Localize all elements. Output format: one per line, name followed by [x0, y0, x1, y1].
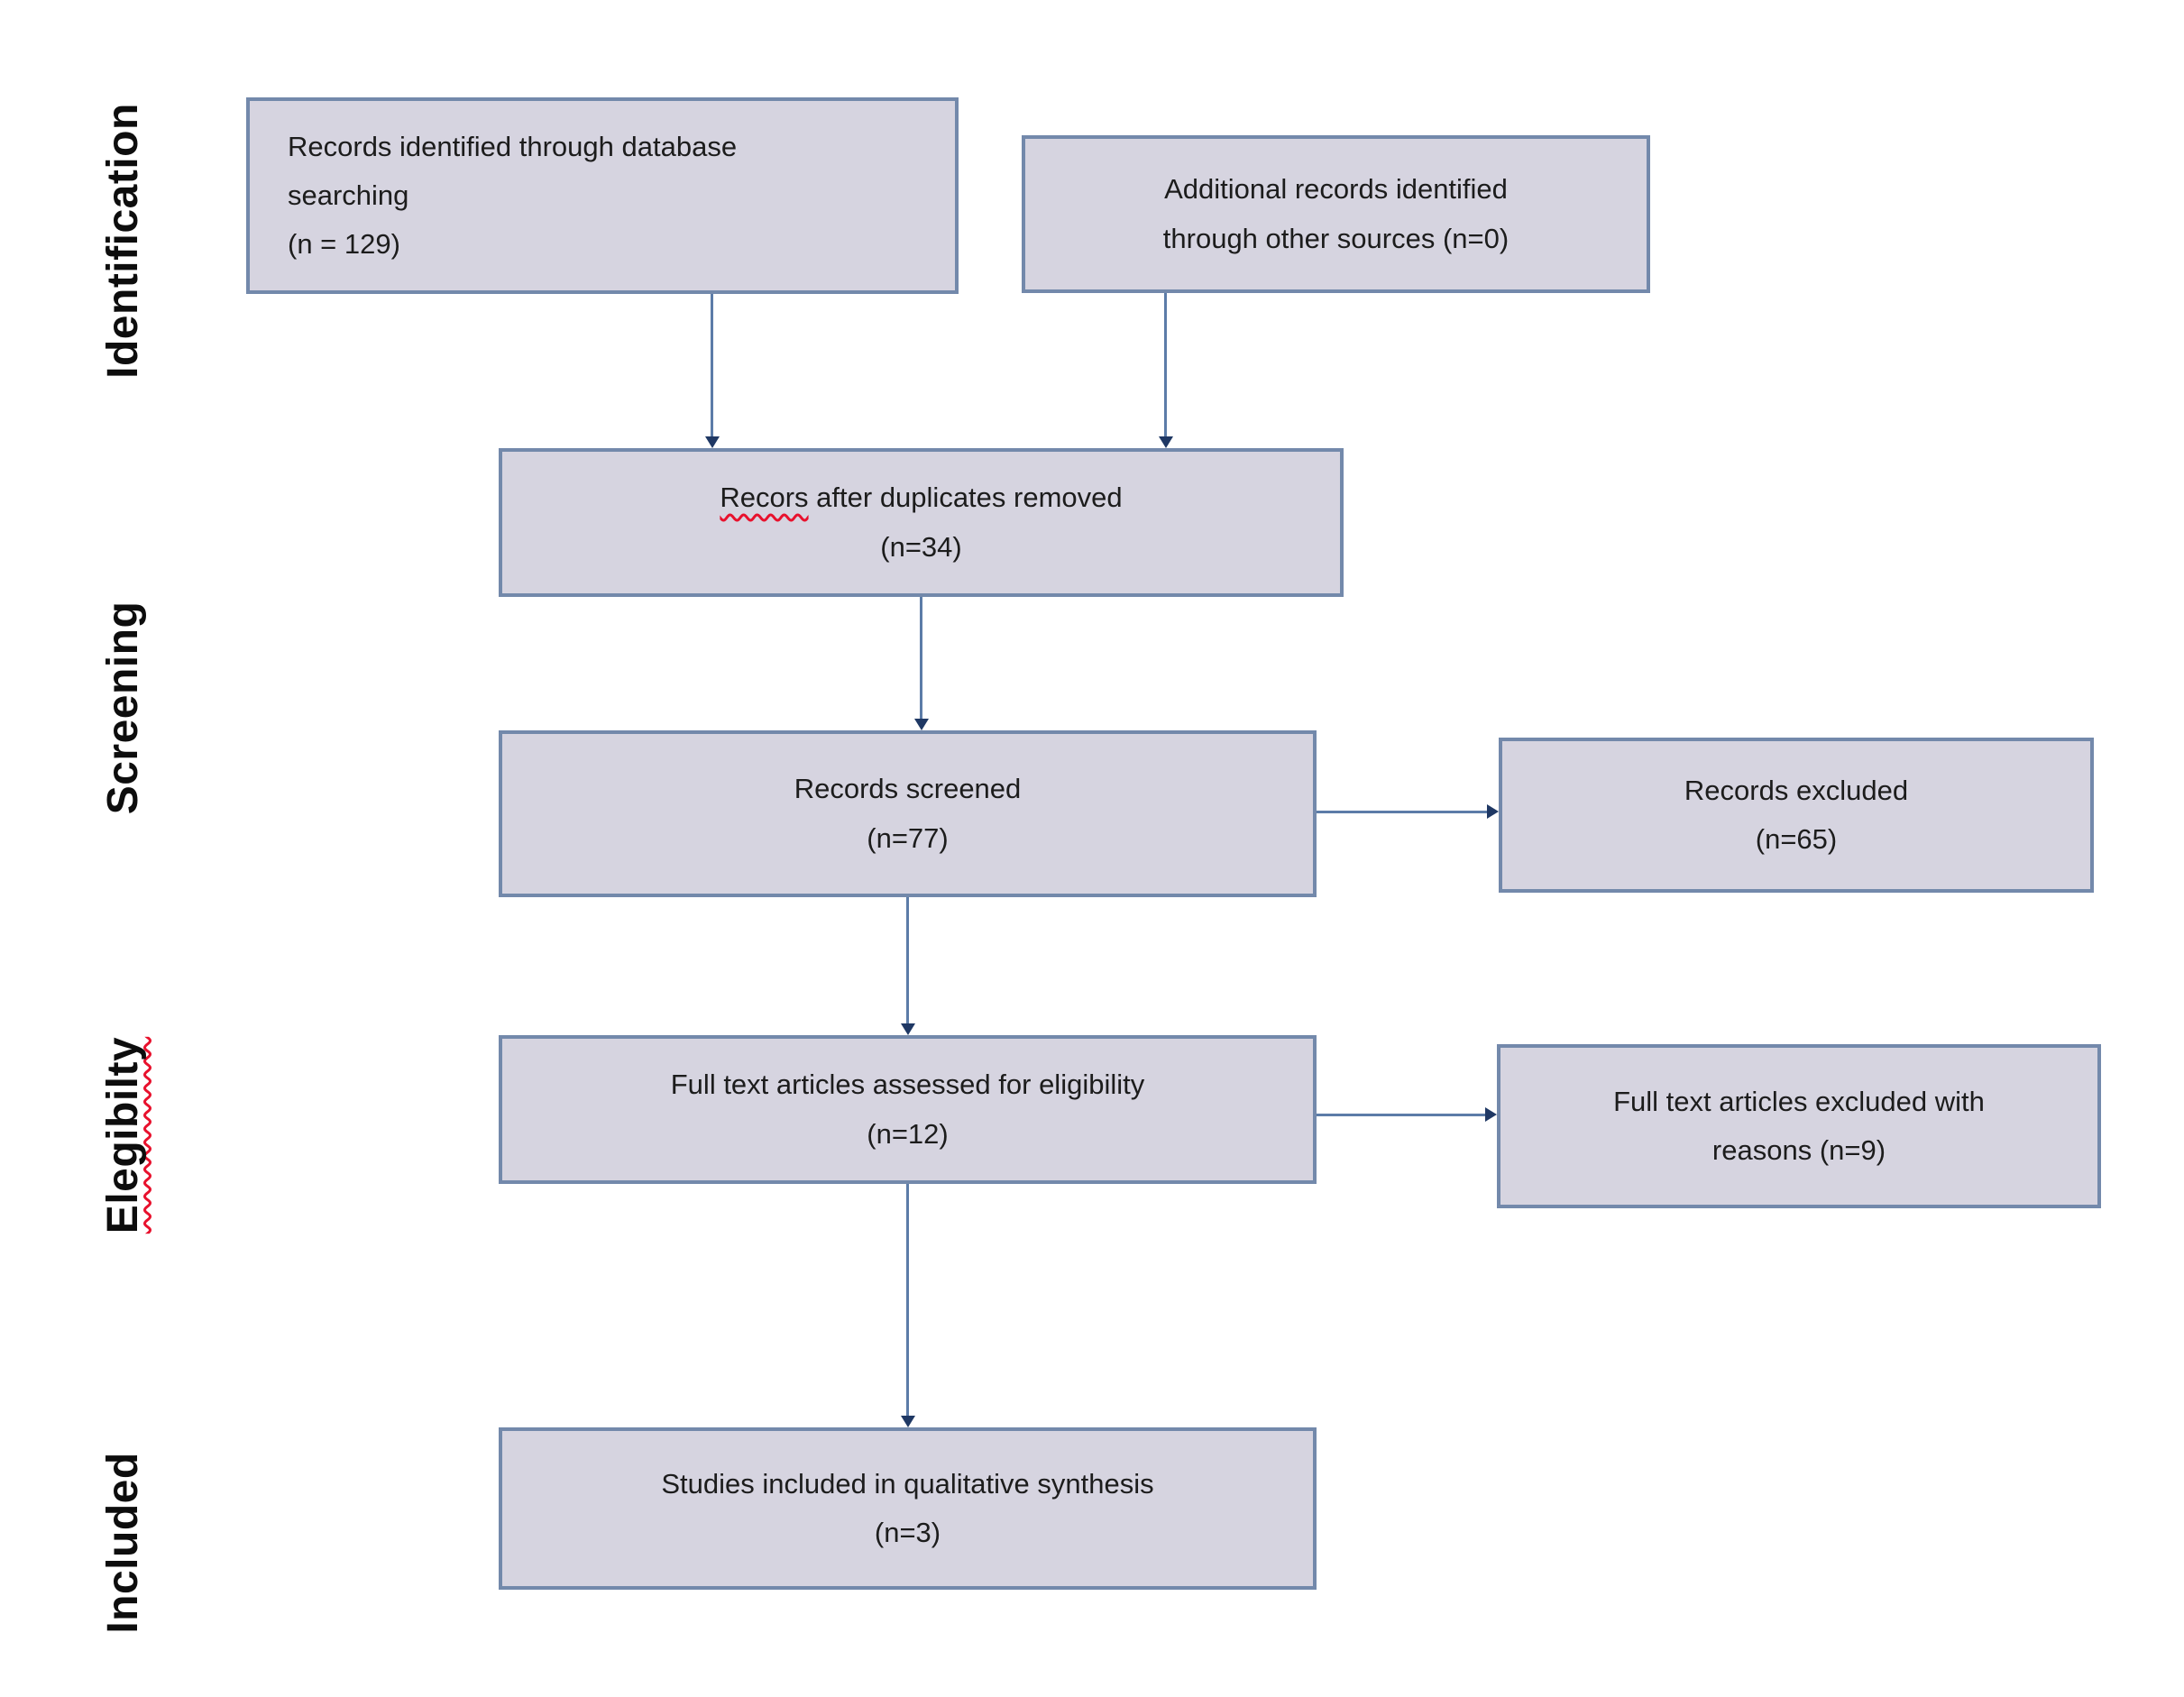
arrowhead-down-icon — [901, 1023, 915, 1035]
arrowhead-down-icon — [1159, 436, 1173, 448]
arrow-line — [1317, 1114, 1487, 1116]
box-records-screened-count: (n=77) — [867, 821, 949, 854]
box-records-screened: Records screened (n=77) — [499, 730, 1317, 897]
box-duplicates-removed-count: (n=34) — [880, 530, 962, 563]
box-records-excluded-count: (n=65) — [1755, 823, 1838, 855]
stage-label-identification: Identification — [99, 103, 147, 379]
arrowhead-right-icon — [1487, 804, 1499, 819]
arrowhead-down-icon — [901, 1416, 915, 1427]
box-additional-records: Additional records identified through ot… — [1022, 135, 1650, 293]
arrow-line — [1317, 811, 1489, 813]
arrow-line — [711, 294, 713, 438]
box-duplicates-removed: Recors after duplicates removed (n=34) — [499, 448, 1344, 597]
box-studies-included-label: Studies included in qualitative synthesi… — [661, 1467, 1154, 1500]
box-additional-records-label: Additional records identified through ot… — [1162, 173, 1510, 254]
stage-label-elegibilty: Elegibilty — [99, 1036, 147, 1234]
arrow-line — [906, 897, 909, 1025]
box-records-identified-label: Records identified through database sear… — [288, 130, 738, 211]
box-fulltext-assessed-label: Full text articles assessed for eligibil… — [670, 1069, 1145, 1101]
box-fulltext-excluded: Full text articles excluded with reasons… — [1497, 1044, 2101, 1208]
box-records-excluded: Records excluded (n=65) — [1499, 738, 2094, 893]
box-records-screened-label: Records screened — [794, 773, 1022, 805]
box-duplicates-removed-label-rest: after duplicates removed — [808, 482, 1123, 514]
box-records-identified: Records identified through database sear… — [246, 97, 959, 294]
arrowhead-down-icon — [705, 436, 720, 448]
box-studies-included-count: (n=3) — [874, 1517, 941, 1548]
box-duplicates-removed-misspelled-word: Recors — [720, 482, 809, 514]
box-fulltext-excluded-label: Full text articles excluded with reasons… — [1613, 1085, 1985, 1166]
arrow-line — [906, 1184, 909, 1417]
box-studies-included: Studies included in qualitative synthesi… — [499, 1427, 1317, 1590]
arrowhead-down-icon — [914, 719, 929, 730]
box-fulltext-assessed: Full text articles assessed for eligibil… — [499, 1035, 1317, 1184]
arrow-line — [1164, 293, 1167, 438]
stage-label-included: Included — [99, 1452, 147, 1634]
box-records-identified-count: (n = 129) — [288, 228, 400, 261]
stage-label-screening: Screening — [99, 601, 147, 815]
box-fulltext-assessed-count: (n=12) — [867, 1117, 949, 1150]
box-records-excluded-label: Records excluded — [1684, 774, 1909, 806]
arrow-line — [920, 597, 922, 720]
arrowhead-right-icon — [1485, 1107, 1497, 1122]
